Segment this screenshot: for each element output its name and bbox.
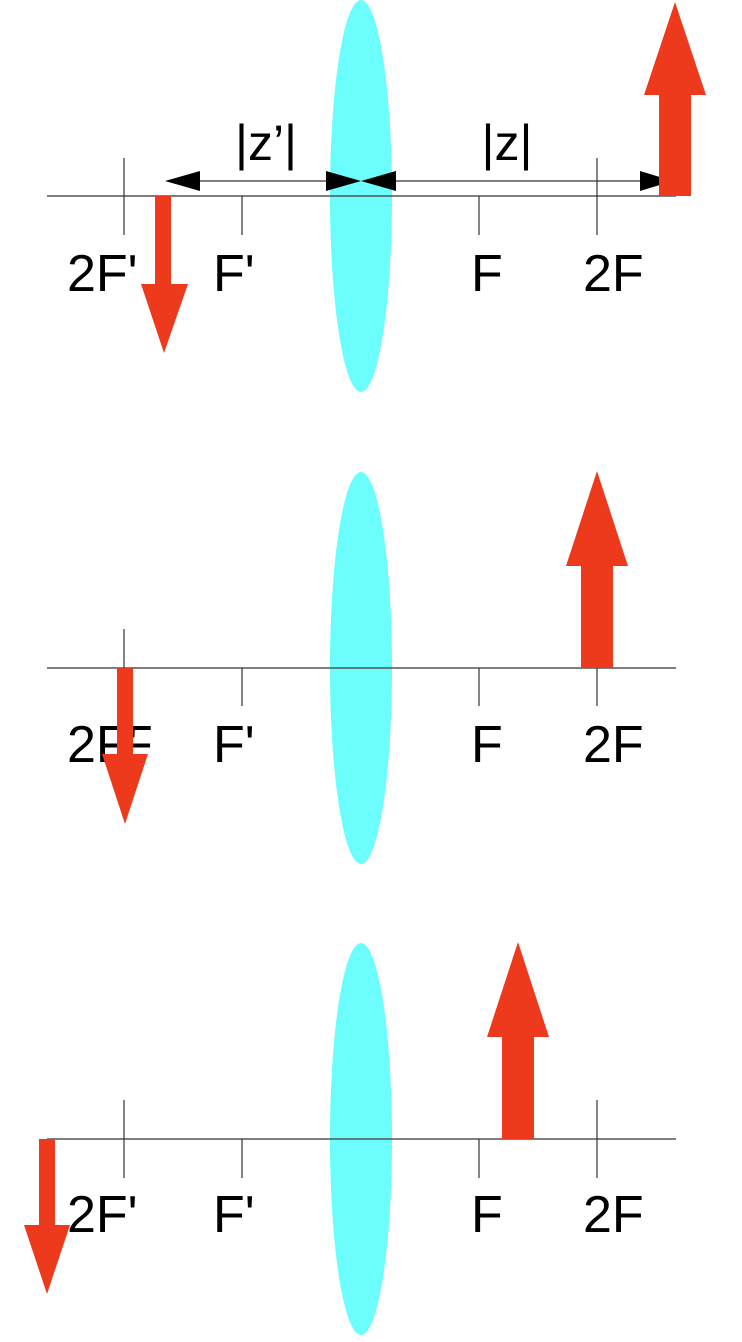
image-distance-arrowhead-right: [326, 171, 361, 191]
label-2f: 2F: [583, 1186, 644, 1244]
object-arrow: [644, 2, 706, 196]
image-distance-label: |z’|: [235, 115, 297, 171]
label-2f: 2F: [583, 716, 644, 774]
object-arrow: [566, 471, 628, 668]
panel-1: |z’| |z| 2F' F' F 2F: [47, 0, 706, 392]
object-distance-label: |z|: [482, 115, 533, 171]
label-f-prime: F': [213, 1186, 255, 1244]
label-2f-prime: 2F': [67, 1186, 138, 1244]
label-f: F: [471, 1186, 503, 1244]
image-arrow: [141, 196, 188, 353]
image-arrow: [102, 668, 148, 824]
label-2f: 2F: [583, 245, 644, 303]
label-f-prime: F': [213, 716, 255, 774]
label-f: F: [471, 245, 503, 303]
label-f-prime: F': [213, 245, 255, 303]
panel-3: 2F' F' F 2F: [24, 942, 676, 1335]
object-distance-arrowhead-right: [640, 171, 673, 191]
panel-2: 2F' F F' F 2F: [47, 471, 676, 864]
object-distance-arrowhead-left: [361, 171, 396, 191]
object-arrow: [487, 942, 549, 1139]
image-distance-arrowhead-left: [165, 171, 200, 191]
label-f: F: [471, 716, 503, 774]
image-arrow: [24, 1139, 70, 1294]
label-2f-prime: 2F': [67, 245, 138, 303]
